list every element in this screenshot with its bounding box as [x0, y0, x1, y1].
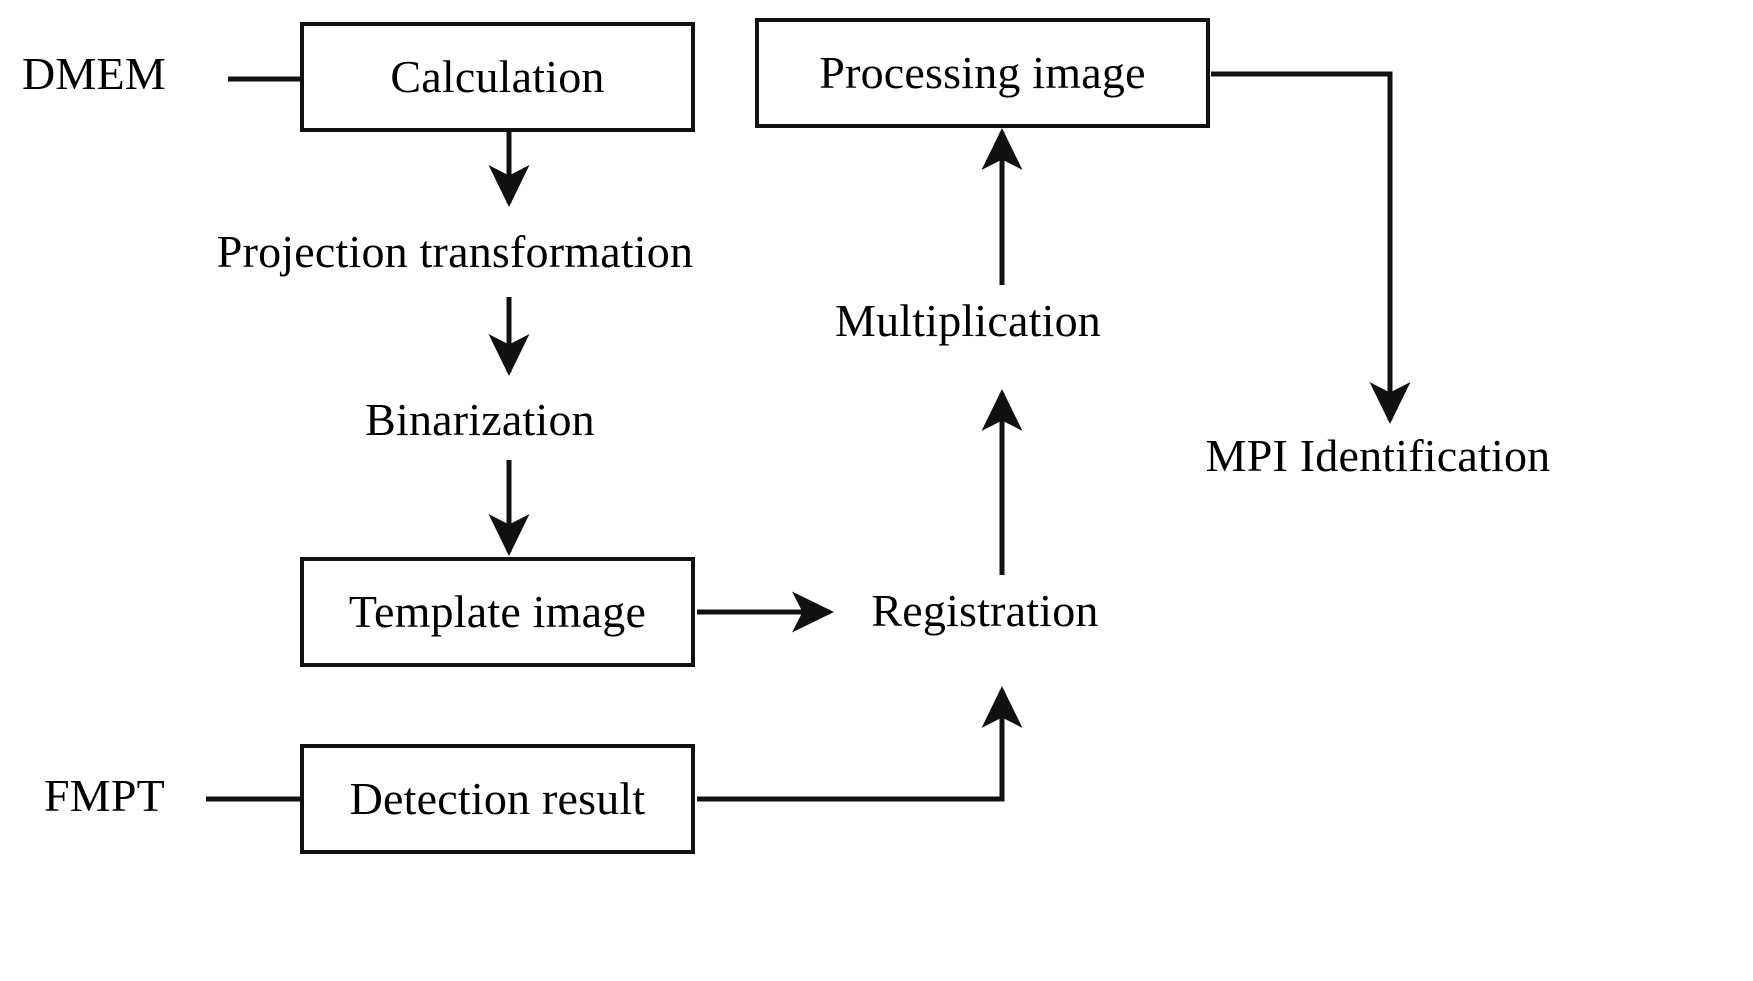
input-label-fmpt: FMPT [44, 770, 165, 821]
node-calculation-label: Calculation [390, 50, 605, 102]
step-label-binarization: Binarization [365, 394, 595, 445]
edge-detection-to-registration [697, 685, 1023, 802]
node-processing-image[interactable]: Processing image [755, 18, 1210, 128]
step-label-multiplication: Multiplication [835, 295, 1101, 346]
step-label-projection-transformation: Projection transformation [216, 226, 694, 277]
node-processing-image-label: Processing image [819, 46, 1146, 98]
node-template-image[interactable]: Template image [300, 557, 695, 667]
step-label-registration: Registration [871, 585, 1099, 636]
node-calculation[interactable]: Calculation [300, 22, 695, 132]
edge-processing-to-mpi [1211, 71, 1411, 425]
input-label-dmem: DMEM [22, 48, 166, 99]
step-label-mpi-identification: MPI Identification [1205, 430, 1551, 481]
node-detection-result-label: Detection result [349, 772, 646, 824]
node-detection-result[interactable]: Detection result [300, 744, 695, 854]
node-template-image-label: Template image [348, 585, 647, 637]
